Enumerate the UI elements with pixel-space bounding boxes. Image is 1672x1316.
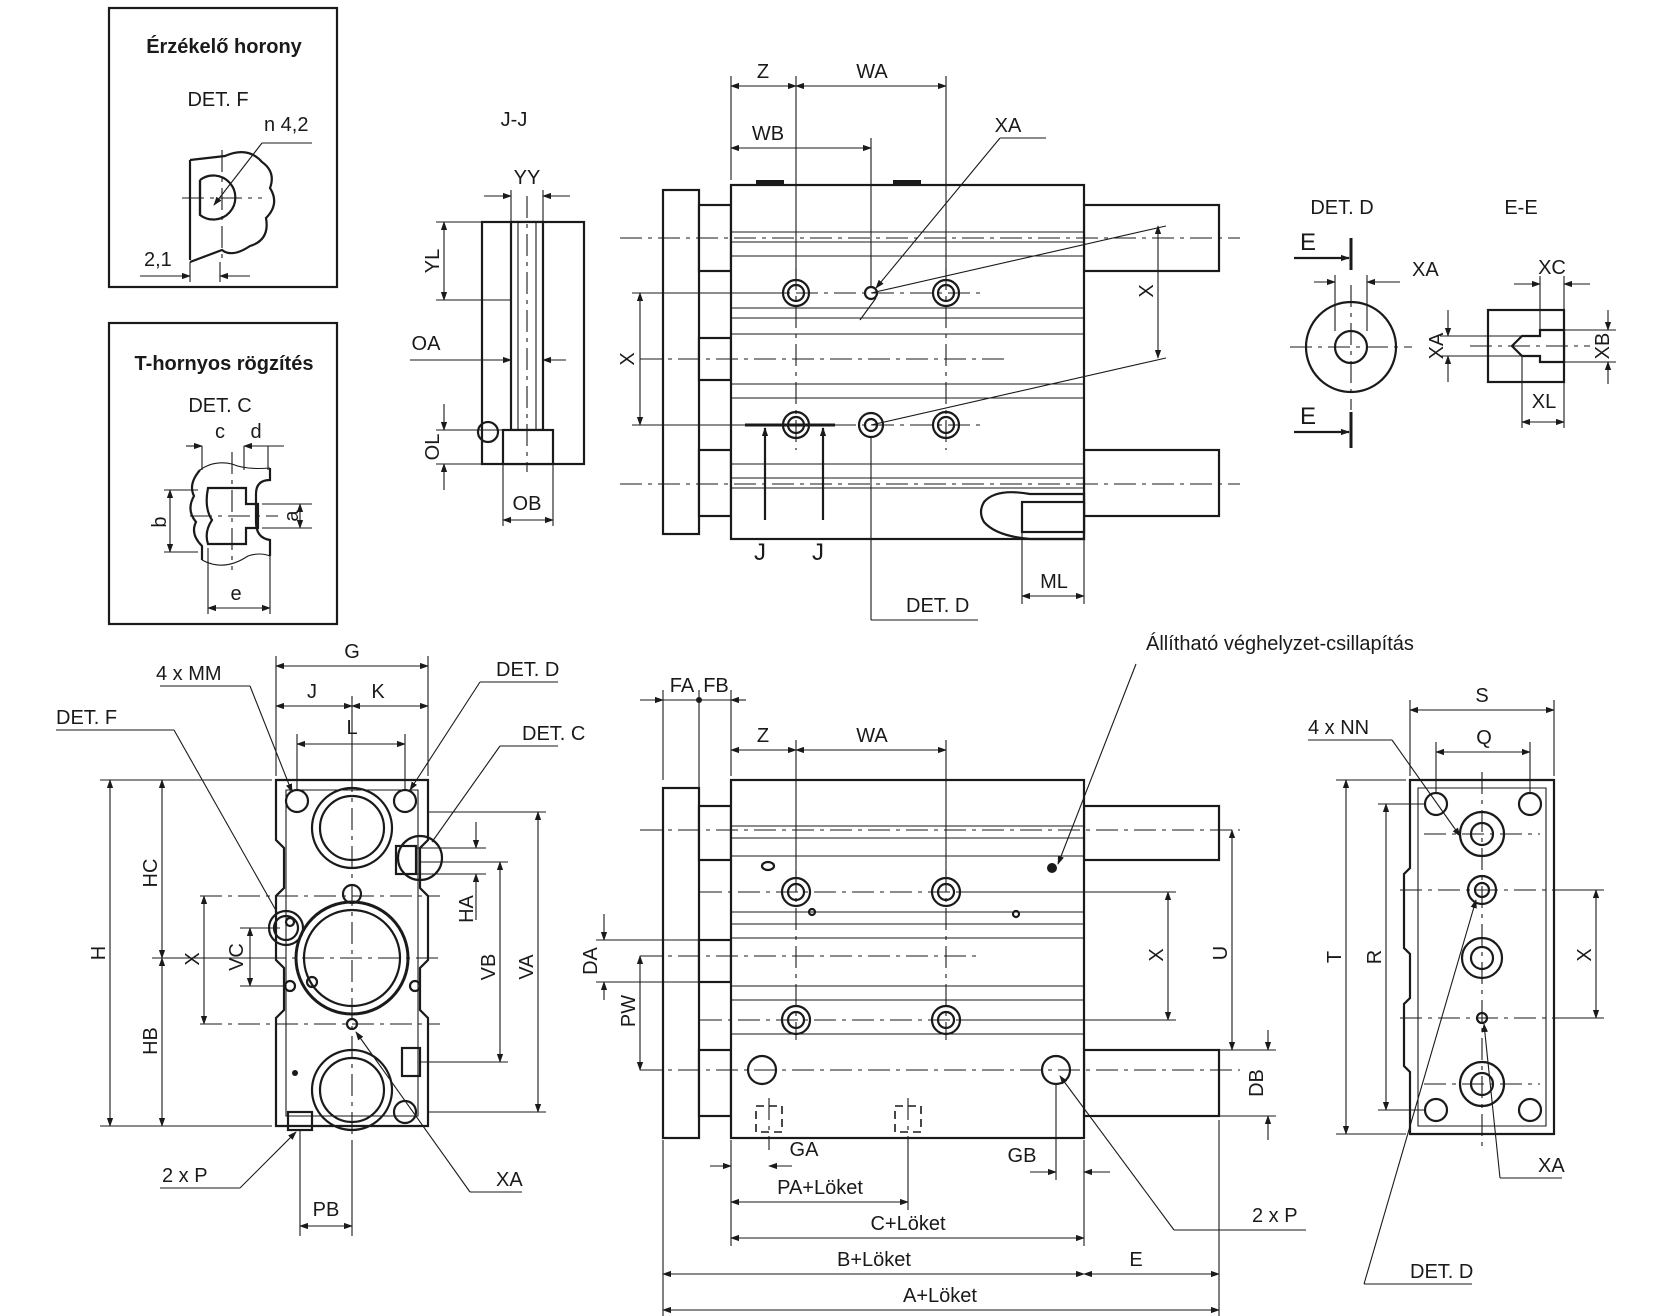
dim-a: a bbox=[281, 510, 303, 522]
dim-d: d bbox=[250, 421, 261, 443]
side-dim-e: E bbox=[1129, 1249, 1142, 1271]
top-xa-label: XA bbox=[995, 115, 1022, 137]
end-dim-s: S bbox=[1475, 685, 1488, 707]
dim-oa: OA bbox=[412, 333, 442, 355]
side-dim-u: U bbox=[1210, 946, 1232, 960]
side-dim-ga: GA bbox=[790, 1139, 820, 1161]
ee-xa: XA bbox=[1426, 332, 1448, 359]
section-e-e: E-E XC XA XB XL bbox=[1426, 197, 1616, 428]
end-dim-r: R bbox=[1364, 950, 1386, 964]
inset-c-det-label: DET. C bbox=[188, 395, 251, 417]
inset-sensor-slot: Érzékelő horony DET. F n 4,2 2,1 bbox=[107, 6, 339, 289]
end-dim-t: T bbox=[1324, 951, 1346, 963]
det-d-xa-label: XA bbox=[1412, 259, 1439, 281]
front-dim-k: K bbox=[371, 681, 385, 703]
top-dim-ml: ML bbox=[1040, 571, 1068, 593]
side-dim-z: Z bbox=[757, 725, 769, 747]
top-view: J J Z WA WB XA X bbox=[617, 61, 1240, 621]
inset-f-title: Érzékelő horony bbox=[146, 35, 302, 58]
front-dim-l: L bbox=[346, 717, 357, 739]
front-view: G J K L 4 x MM DET. D DET. C DET. F H bbox=[56, 641, 585, 1236]
inset-t-slot-mount: T-hornyos rögzítés DET. C c d b bbox=[107, 321, 339, 626]
end-det-d: DET. D bbox=[1410, 1261, 1473, 1283]
front-xa-label: XA bbox=[496, 1169, 523, 1191]
top-dim-wa: WA bbox=[856, 61, 888, 83]
side-dim-fb: FB bbox=[703, 675, 729, 697]
dim-yl: YL bbox=[422, 249, 444, 273]
front-dim-h: H bbox=[88, 946, 110, 960]
front-det-d: DET. D bbox=[496, 659, 559, 681]
t-slot-profile: c d b a e bbox=[149, 421, 312, 614]
end-nn-label: 4 x NN bbox=[1308, 717, 1369, 739]
front-dim-x: X bbox=[182, 952, 204, 965]
dim-c: c bbox=[215, 421, 225, 443]
front-dim-j: J bbox=[307, 681, 317, 703]
top-dim-x-right: X bbox=[1136, 284, 1158, 297]
det-d-e-bottom: E bbox=[1300, 403, 1316, 430]
ee-xl: XL bbox=[1532, 391, 1556, 413]
front-det-f: DET. F bbox=[56, 707, 117, 729]
dim-yy: YY bbox=[514, 167, 541, 189]
inset-c-title: T-hornyos rögzítés bbox=[135, 353, 314, 375]
front-dim-ha: HA bbox=[456, 894, 478, 922]
ee-xb: XB bbox=[1592, 333, 1614, 360]
front-dim-pb: PB bbox=[313, 1199, 340, 1221]
front-mm-label: 4 x MM bbox=[156, 663, 222, 685]
end-dim-q: Q bbox=[1476, 727, 1492, 749]
top-dim-wb: WB bbox=[752, 123, 784, 145]
detail-d: DET. D E E XA bbox=[1290, 197, 1439, 448]
end-view: S Q 4 x NN T R X XA DET. D bbox=[1308, 685, 1604, 1285]
side-dim-c: C+Löket bbox=[870, 1213, 945, 1235]
inset-f-width-label: 2,1 bbox=[144, 249, 172, 271]
top-cut-j1: J bbox=[754, 539, 766, 566]
section-j-j: J-J YY YL OA OL OB bbox=[410, 109, 586, 526]
det-d-e-top: E bbox=[1300, 229, 1316, 256]
section-jj-title: J-J bbox=[501, 109, 528, 131]
side-dim-gb: GB bbox=[1008, 1145, 1037, 1167]
side-dim-pw: PW bbox=[618, 995, 640, 1027]
front-det-c: DET. C bbox=[522, 723, 585, 745]
side-dim-a: A+Löket bbox=[903, 1285, 977, 1307]
end-dim-x: X bbox=[1574, 948, 1596, 961]
side-dim-b: B+Löket bbox=[837, 1249, 911, 1271]
front-dim-va: VA bbox=[516, 954, 538, 980]
top-view-slots bbox=[731, 231, 1084, 489]
top-cut-j2: J bbox=[812, 539, 824, 566]
front-p-label: 2 x P bbox=[162, 1165, 208, 1187]
side-p-label: 2 x P bbox=[1252, 1205, 1298, 1227]
side-cushion-label: Állítható véghelyzet-csillapítás bbox=[1146, 632, 1414, 655]
top-dim-x-left: X bbox=[617, 352, 639, 365]
inset-f-det-label: DET. F bbox=[187, 89, 248, 111]
front-dim-vc: VC bbox=[226, 943, 248, 971]
side-view: Állítható véghelyzet-csillapítás FA FB Z… bbox=[580, 632, 1414, 1316]
ee-title: E-E bbox=[1504, 197, 1537, 219]
top-dim-z: Z bbox=[757, 61, 769, 83]
dim-ol: OL bbox=[422, 434, 444, 461]
dim-ob: OB bbox=[513, 493, 542, 515]
side-dim-pa: PA+Löket bbox=[777, 1177, 863, 1199]
top-det-d-label: DET. D bbox=[906, 595, 969, 617]
side-dim-da: DA bbox=[580, 946, 602, 974]
sensor-slot-profile bbox=[140, 142, 312, 282]
side-dim-wa: WA bbox=[856, 725, 888, 747]
dim-e: e bbox=[230, 583, 241, 605]
end-xa-label: XA bbox=[1538, 1155, 1565, 1177]
inset-f-radius-label: n 4,2 bbox=[264, 114, 308, 136]
det-d-title: DET. D bbox=[1310, 197, 1373, 219]
front-dim-vb: VB bbox=[478, 954, 500, 981]
dim-b: b bbox=[149, 516, 171, 527]
front-dim-hb: HB bbox=[140, 1027, 162, 1055]
side-view-slots bbox=[731, 825, 1084, 1035]
front-dim-hc: HC bbox=[140, 859, 162, 888]
side-dim-fa: FA bbox=[670, 675, 695, 697]
front-dim-g: G bbox=[344, 641, 360, 663]
ee-xc: XC bbox=[1538, 257, 1566, 279]
side-dim-x: X bbox=[1146, 948, 1168, 961]
side-dim-db: DB bbox=[1246, 1069, 1268, 1097]
